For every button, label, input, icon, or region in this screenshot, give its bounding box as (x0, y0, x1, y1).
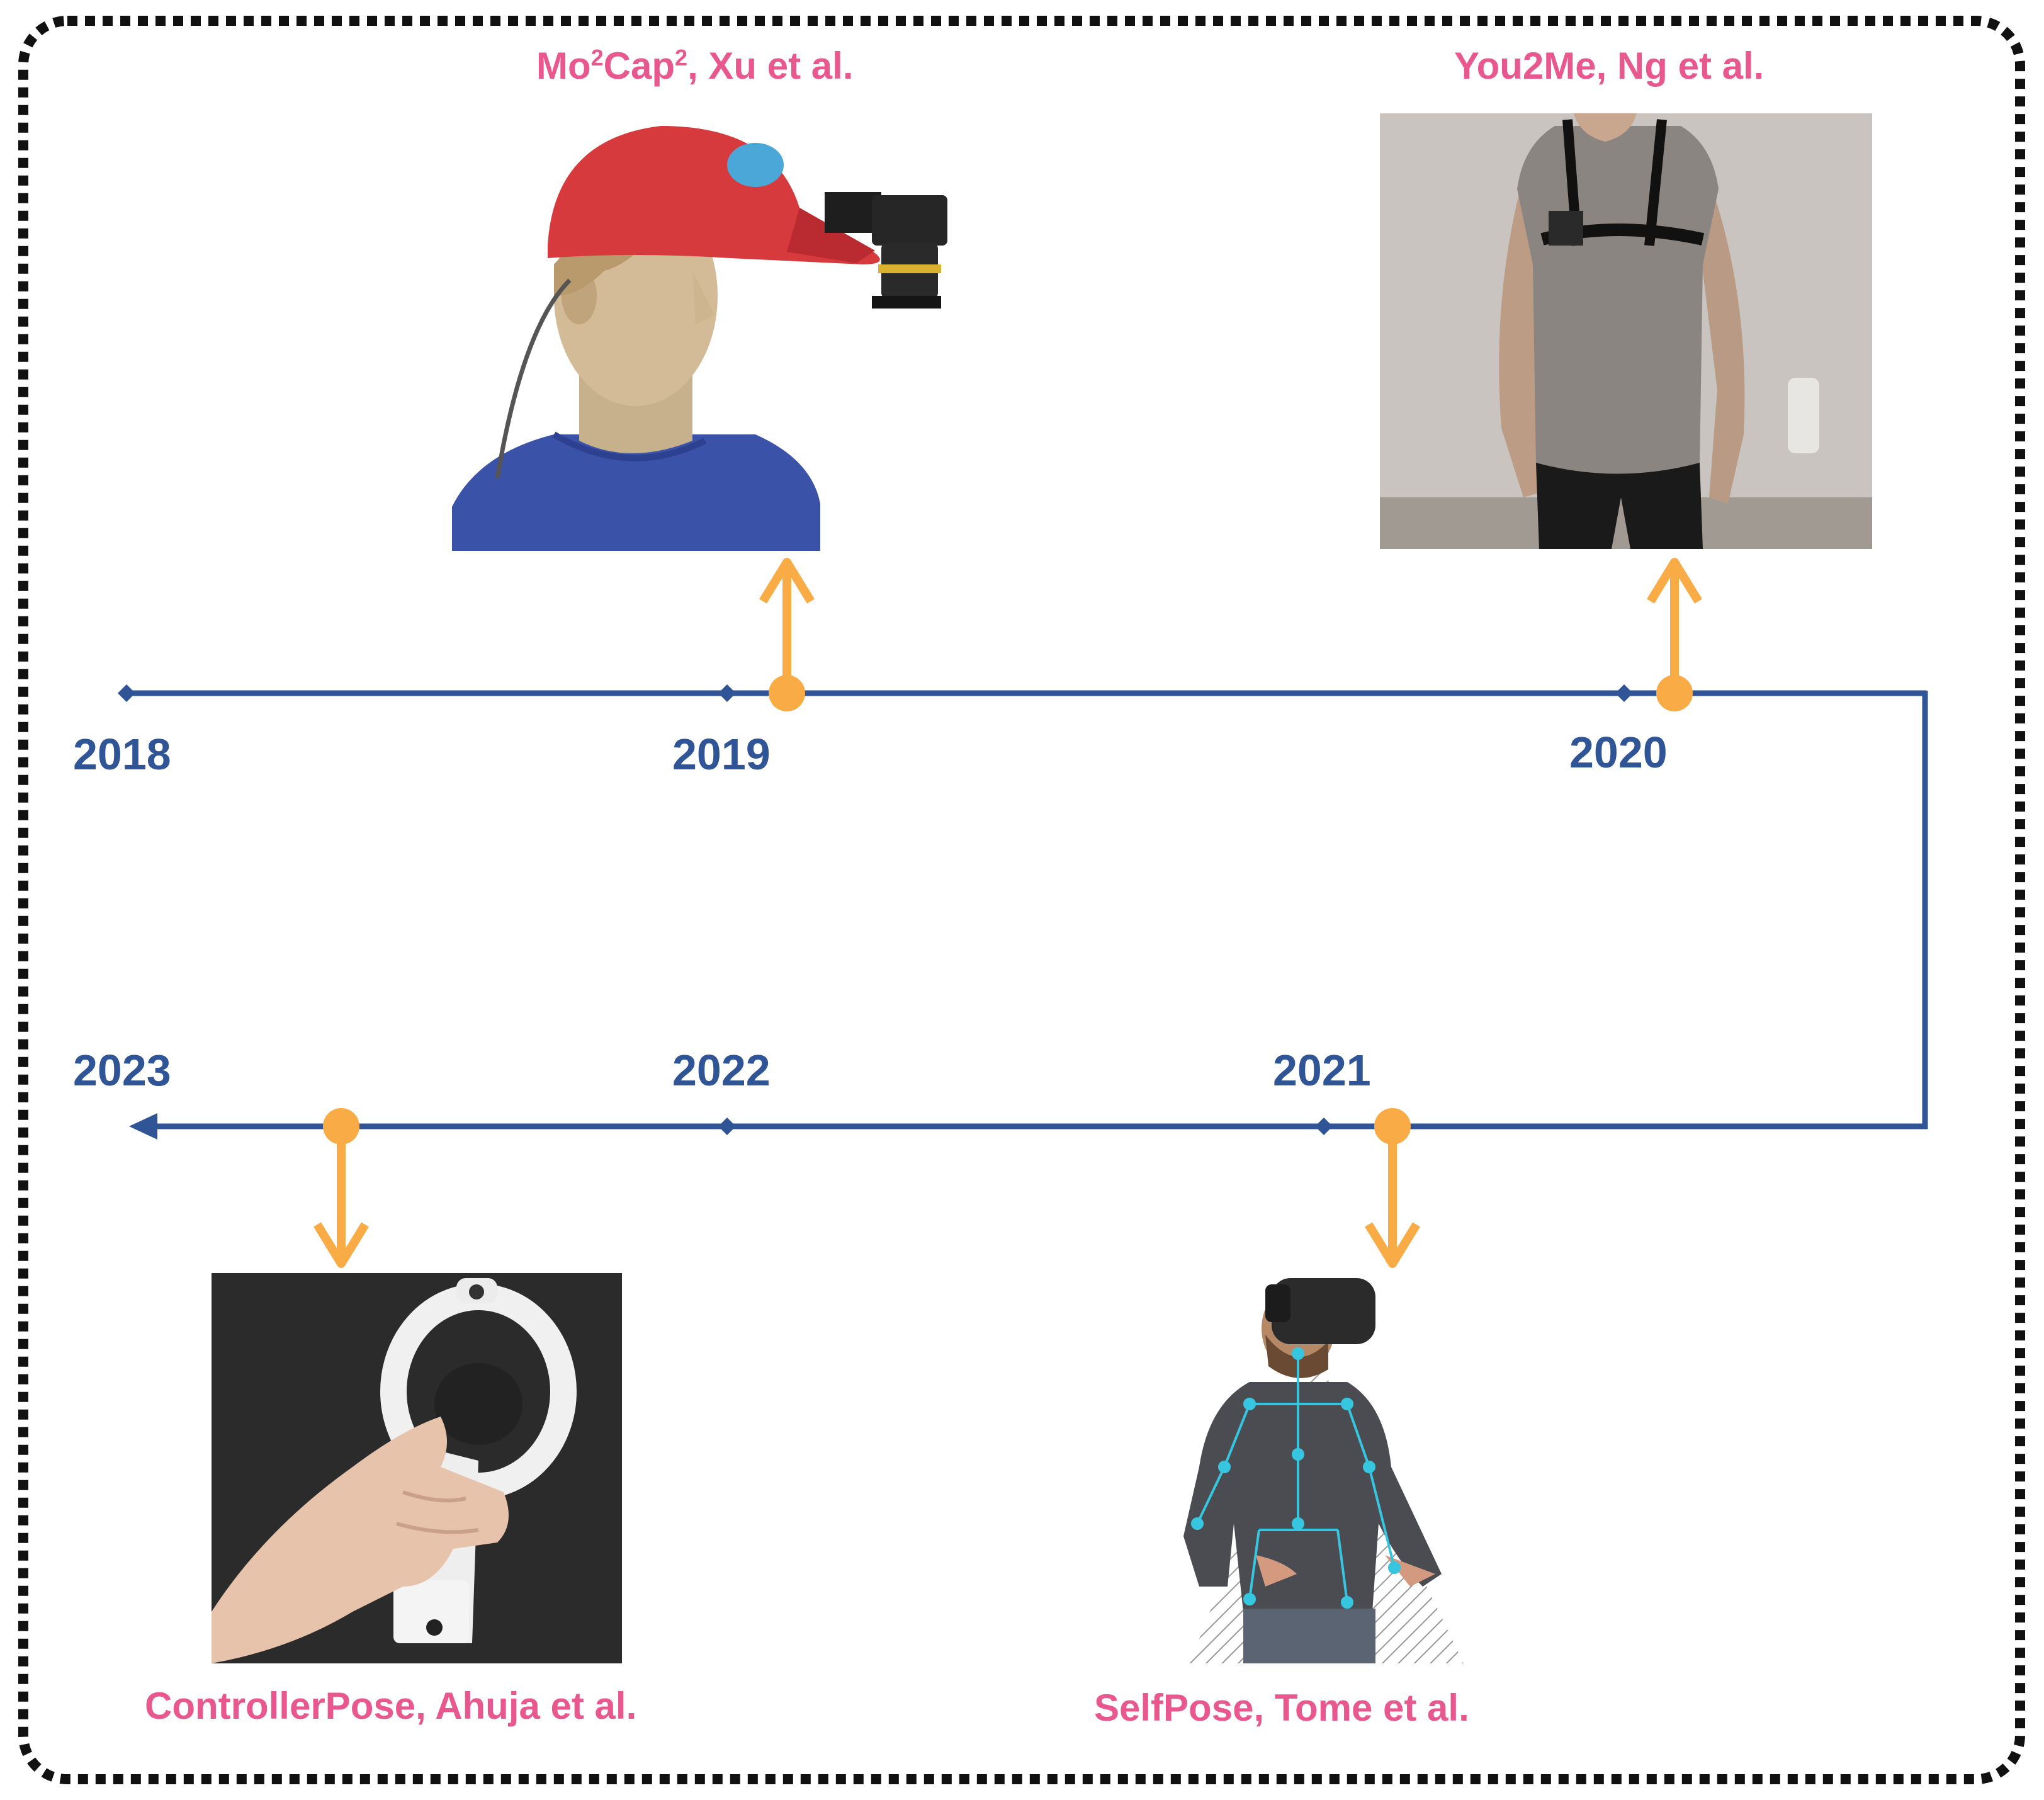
tick-2020 (1615, 684, 1633, 702)
year-2022-label: 2022 (672, 1046, 771, 1095)
caption-you2me: You2Me, Ng et al. (1454, 45, 1765, 87)
caption-mo2cap2-base: Mo (536, 45, 591, 87)
dotted-frame (18, 16, 2025, 1784)
tick-2021 (1315, 1118, 1333, 1135)
year-2023-label: 2023 (73, 1046, 171, 1095)
arrowhead-selfpose (1365, 1222, 1420, 1268)
arrowhead-mo2cap2 (759, 558, 815, 604)
selfpose-photo (1183, 1278, 1464, 1663)
you2me-photo (1380, 113, 1872, 549)
caption-controllerpose: ControllerPose, Ahuja et al. (145, 1685, 637, 1727)
arrowhead-you2me (1647, 558, 1702, 604)
caption-mo2cap2-sup2: 2 (675, 45, 688, 71)
caption-mo2cap2-tail: , Xu et al. (687, 45, 854, 87)
year-2021-label: 2021 (1273, 1046, 1371, 1095)
timeline-arrowhead (129, 1113, 157, 1140)
caption-selfpose: SelfPose, Tome et al. (1094, 1687, 1469, 1729)
mo2cap2-photo (452, 126, 947, 551)
controllerpose-photo (212, 1273, 622, 1663)
tick-2018 (118, 684, 135, 702)
caption-mo2cap2-sup1: 2 (590, 45, 604, 71)
year-2018-label: 2018 (73, 730, 171, 779)
year-2019-label: 2019 (672, 730, 771, 779)
tick-2022 (718, 1118, 736, 1135)
tick-2019 (718, 684, 736, 702)
caption-mo2cap2-mid: Cap (603, 45, 675, 87)
arrowhead-controllerpose (313, 1222, 369, 1268)
caption-mo2cap2: Mo2Cap2, Xu et al. (536, 47, 853, 85)
year-2020-label: 2020 (1569, 728, 1668, 777)
